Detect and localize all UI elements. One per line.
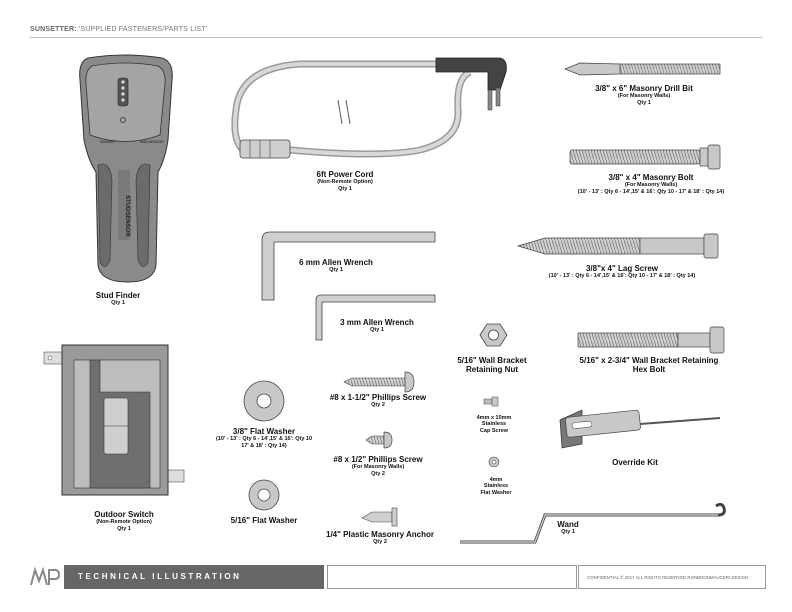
- label-retaining-nut: 5/16" Wall Bracket Retaining Nut: [457, 356, 526, 374]
- stud-finder-brand: STUDSENSOR: [124, 195, 130, 237]
- label-lag-screw: 3/8"x 4" Lag Screw (10' - 13' : Qty 6 - …: [549, 264, 695, 280]
- flat-washer-38-name: 3/8" Flat Washer: [232, 427, 296, 436]
- label-phillips-12: #8 x 1/2" Phillips Screw (For Masonry Wa…: [333, 455, 422, 477]
- stud-finder-qty: Qty 1: [111, 300, 125, 307]
- drill-bit-name: 3/8" x 6" Masonry Drill Bit: [595, 84, 693, 93]
- allen-6mm-drawing: [261, 231, 436, 301]
- cap-screw-drawing: [483, 396, 499, 407]
- retaining-nut-drawing: [479, 323, 508, 347]
- allen-3-qty: Qty 1: [370, 327, 384, 334]
- power-cord-drawing: [231, 57, 507, 159]
- footer-notice: CONFIDENTIAL © 2017 ALL RIGHTS RESERVED …: [587, 575, 749, 580]
- masonry-bolt-sub: (For Masonry Walls): [624, 182, 678, 189]
- phillips-12-qty: Qty 2: [371, 470, 385, 477]
- footer-blank-box: [327, 565, 577, 589]
- stud-finder-text-a: SENSOR: [100, 140, 115, 144]
- drill-bit-qty: Qty 1: [637, 99, 651, 106]
- label-wand: Wand Qty 1: [557, 520, 578, 536]
- label-cap-screw: 4mm x 10mm Stainless Cap Screw: [477, 415, 512, 434]
- label-anchor: 1/4" Plastic Masonry Anchor Qty 2: [326, 530, 434, 546]
- label-flat-washer-516: 5/16" Flat Washer: [231, 516, 298, 525]
- masonry-bolt-qty: (10' - 13' : Qty 6 - 14',15' & 16': Qty …: [577, 188, 725, 195]
- anchor-name: 1/4" Plastic Masonry Anchor: [326, 530, 434, 539]
- label-hex-bolt: 5/16" x 2-3/4" Wall Bracket Retaining He…: [580, 356, 719, 374]
- footer-section-bar: TECHNICAL ILLUSTRATION: [64, 565, 324, 589]
- flat-washer-38-qty: (10' - 13' : Qty 6 - 14',15' & 16': Qty …: [215, 436, 313, 443]
- retaining-nut-name: 5/16" Wall Bracket: [457, 356, 527, 365]
- power-cord-name: 6ft Power Cord: [316, 170, 374, 179]
- flat-washer-38-drawing: [243, 380, 285, 422]
- drill-bit-drawing: [564, 62, 721, 76]
- power-cord-sub: (Non-Remote Option): [317, 179, 373, 186]
- lag-screw-drawing: [516, 233, 719, 259]
- flat-washer-516-name: 5/16" Flat Washer: [230, 516, 298, 525]
- label-flat-washer-38: 3/8" Flat Washer (10' - 13' : Qty 6 - 14…: [216, 427, 312, 449]
- phillips-112-name: #8 x 1-1/2" Phillips Screw: [329, 393, 427, 402]
- hex-bolt-name2: Hex Bolt: [632, 365, 666, 375]
- stud-finder-name: Stud Finder: [95, 291, 141, 300]
- masonry-bolt-name: 3/8" x 4" Masonry Bolt: [608, 173, 694, 182]
- wand-name: Wand: [557, 520, 579, 529]
- drill-bit-sub: (For Masonry Walls): [617, 93, 671, 100]
- header-brand: SUNSETTER:: [30, 26, 77, 33]
- flat-washer-4-l2: Stainless: [483, 483, 509, 490]
- label-phillips-112: #8 x 1-1/2" Phillips Screw Qty 2: [330, 393, 426, 409]
- outdoor-switch-qty: Qty 1: [117, 525, 131, 532]
- phillips-12-sub: (For Masonry Walls): [351, 464, 405, 471]
- flat-washer-38-qty2: 17' & 18' : Qty 14): [241, 442, 287, 449]
- retaining-nut-name2: Retaining Nut: [466, 365, 518, 375]
- stud-finder-drawing: SENSOR NON-SENSOR STUDSENSOR: [79, 54, 173, 283]
- stud-finder-text-b: NON-SENSOR: [140, 140, 164, 144]
- outdoor-switch-name: Outdoor Switch: [94, 510, 154, 519]
- label-outdoor-switch: Outdoor Switch (Non-Remote Option) Qty 1: [94, 510, 154, 532]
- phillips-12-name: #8 x 1/2" Phillips Screw: [333, 455, 423, 464]
- flat-washer-4-drawing: [488, 456, 500, 468]
- allen-6-name: 6 mm Allen Wrench: [299, 258, 373, 267]
- outdoor-switch-sub: (Non-Remote Option): [96, 519, 152, 526]
- label-override-kit: Override Kit: [612, 458, 658, 467]
- label-allen-3: 3 mm Allen Wrench Qty 1: [340, 318, 414, 334]
- cap-screw-l2: Stainless: [481, 421, 507, 428]
- label-flat-washer-4: 4mm Stainless Flat Washer: [481, 477, 512, 496]
- label-drill-bit: 3/8" x 6" Masonry Drill Bit (For Masonry…: [595, 84, 693, 106]
- phillips-12-drawing: [365, 431, 393, 449]
- footer-section-label: TECHNICAL ILLUSTRATION: [78, 572, 242, 581]
- lag-screw-qty: (10' - 13' : Qty 6 - 14',15' & 16': Qty …: [548, 273, 696, 280]
- phillips-112-drawing: [343, 371, 415, 393]
- flat-washer-4-l3: Flat Washer: [480, 489, 512, 496]
- plastic-anchor-drawing: [361, 507, 398, 527]
- power-cord-qty: Qty 1: [338, 185, 352, 192]
- allen-3-name: 3 mm Allen Wrench: [340, 318, 414, 327]
- wand-qty: Qty 1: [561, 529, 575, 536]
- hex-bolt-name: 5/16" x 2-3/4" Wall Bracket Retaining: [579, 356, 719, 365]
- outdoor-switch-drawing: [43, 344, 185, 496]
- page-header: SUNSETTER: 'SUPPLIED FASTENERS/PARTS LIS…: [30, 26, 207, 33]
- override-kit-name: Override Kit: [612, 458, 658, 467]
- masonry-bolt-drawing: [569, 144, 721, 170]
- header-title: 'SUPPLIED FASTENERS/PARTS LIST': [78, 26, 208, 33]
- label-power-cord: 6ft Power Cord (Non-Remote Option) Qty 1: [317, 170, 374, 192]
- label-stud-finder: Stud Finder Qty 1: [96, 291, 140, 307]
- override-kit-drawing: [559, 409, 721, 449]
- flat-washer-516-drawing: [248, 479, 280, 511]
- hex-bolt-drawing: [577, 326, 725, 354]
- label-masonry-bolt: 3/8" x 4" Masonry Bolt (For Masonry Wall…: [578, 173, 724, 195]
- label-allen-6: 6 mm Allen Wrench Qty 1: [299, 258, 373, 274]
- wand-drawing: [460, 502, 726, 544]
- lag-screw-name: 3/8"x 4" Lag Screw: [585, 264, 659, 273]
- phillips-112-qty: Qty 2: [371, 402, 385, 409]
- allen-3mm-drawing: [315, 294, 436, 341]
- allen-6-qty: Qty 1: [329, 267, 343, 274]
- footer-notice-box: CONFIDENTIAL © 2017 ALL RIGHTS RESERVED …: [578, 565, 766, 589]
- brand-logo-icon: [30, 567, 60, 586]
- header-rule: [30, 37, 762, 38]
- cap-screw-l3: Cap Screw: [479, 427, 509, 434]
- cap-screw-l1: 4mm x 10mm: [476, 415, 512, 421]
- anchor-qty: Qty 2: [373, 539, 387, 546]
- flat-washer-4-l1: 4mm: [489, 477, 503, 483]
